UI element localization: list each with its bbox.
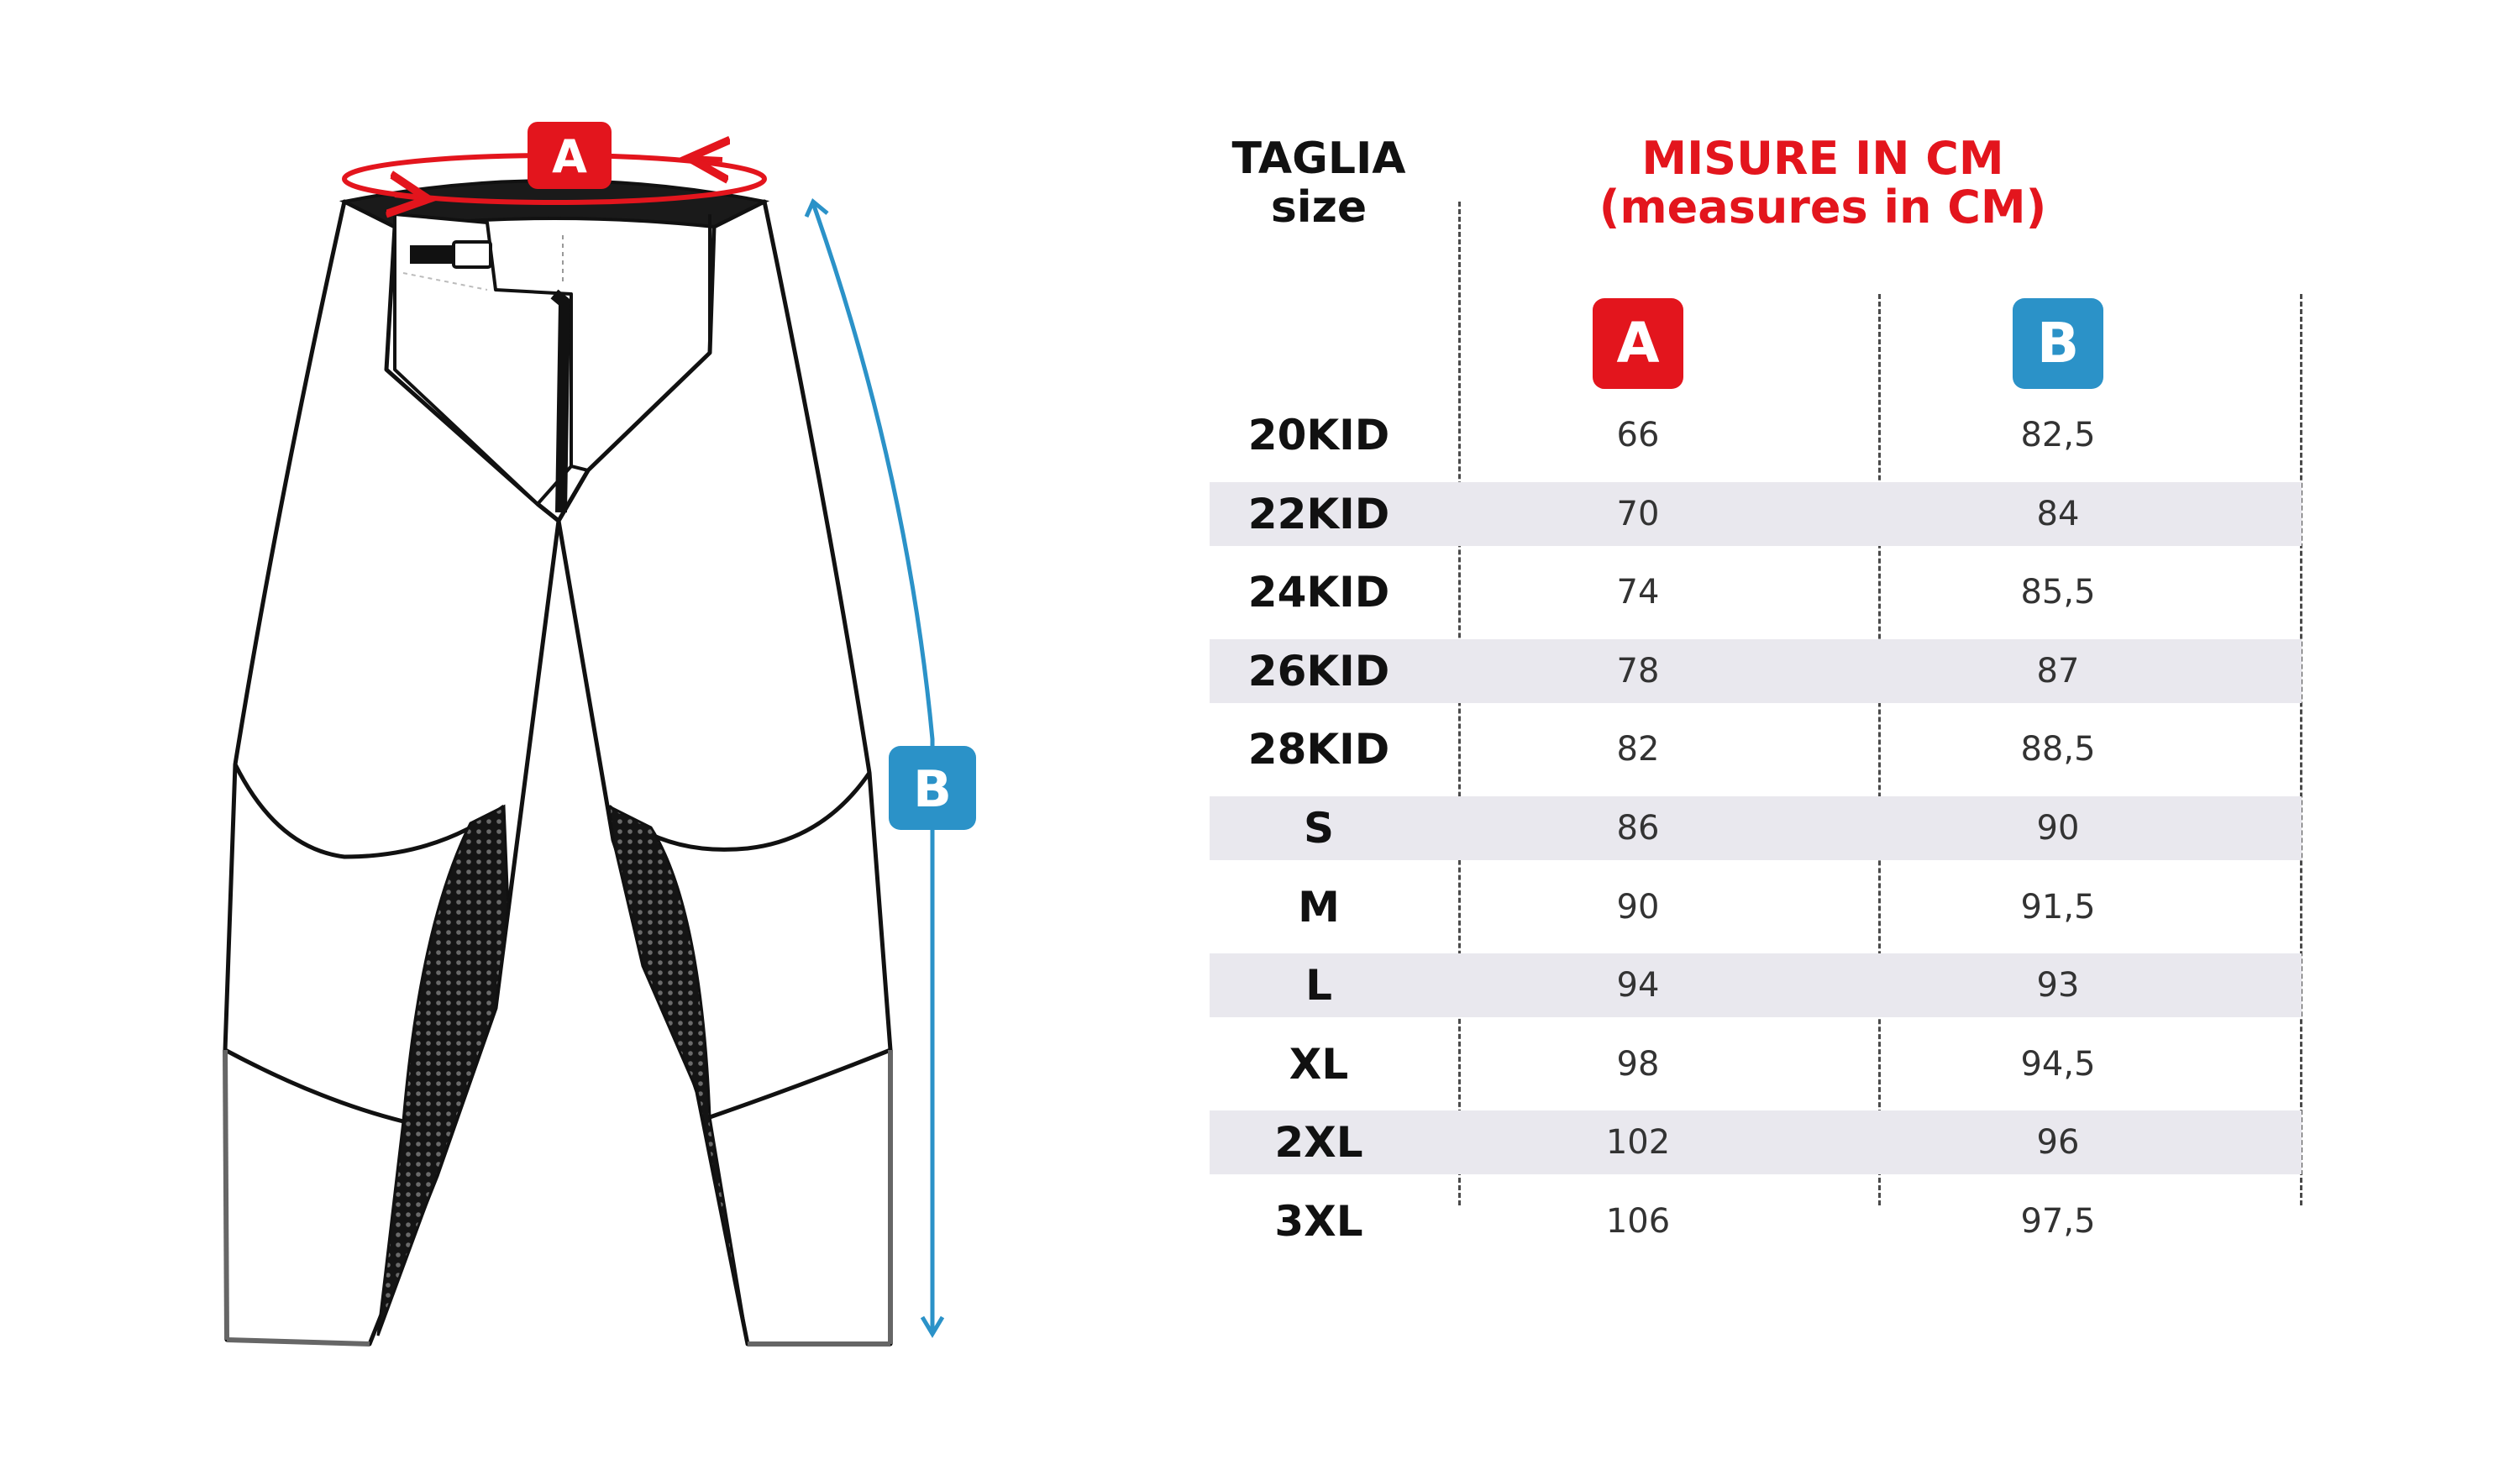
header-measures: MISURE IN CM (measures in CM) xyxy=(1470,134,2176,232)
measure-a-cell: 66 xyxy=(1616,416,1660,454)
measure-b-cell: 90 xyxy=(2036,809,2080,848)
size-cell: XL xyxy=(1289,1040,1349,1089)
table-row: L 94 93 xyxy=(1210,953,2302,1017)
table-row: 28KID 82 88,5 xyxy=(1210,717,2302,781)
size-cell: 22KID xyxy=(1247,490,1390,538)
measure-b-cell: 96 xyxy=(2036,1123,2080,1162)
measure-b-cell: 82,5 xyxy=(2020,416,2096,454)
measure-a-cell: 106 xyxy=(1605,1202,1671,1241)
size-cell: 28KID xyxy=(1247,725,1390,774)
header-size: TAGLIA size xyxy=(1210,134,1428,232)
header-measures-en: (measures in CM) xyxy=(1599,181,2047,234)
leg-length-line xyxy=(811,202,935,1331)
table-row: 24KID 74 85,5 xyxy=(1210,560,2302,624)
header-measures-it: MISURE IN CM xyxy=(1641,132,2004,185)
measurement-b-marker: B xyxy=(804,197,976,1338)
column-divider xyxy=(2300,294,2302,1205)
header-size-it: TAGLIA xyxy=(1231,134,1406,184)
table-row: S 86 90 xyxy=(1210,796,2302,860)
table-row: 3XL 106 97,5 xyxy=(1210,1189,2302,1253)
size-cell: 26KID xyxy=(1247,647,1390,696)
column-b-badge: B xyxy=(2013,298,2103,389)
size-cell: M xyxy=(1298,883,1340,932)
table-row: XL 98 94,5 xyxy=(1210,1032,2302,1096)
pants-illustration: A B xyxy=(223,122,976,1347)
badge-b-label: B xyxy=(913,760,952,819)
table-row: M 90 91,5 xyxy=(1210,875,2302,939)
table-row: 20KID 66 82,5 xyxy=(1210,403,2302,467)
measure-b-cell: 85,5 xyxy=(2020,573,2096,612)
measure-b-cell: 88,5 xyxy=(2020,730,2096,769)
measure-a-cell: 82 xyxy=(1616,730,1660,769)
left-mesh-insert xyxy=(376,804,510,1336)
column-divider xyxy=(1458,202,1461,1205)
size-cell: 24KID xyxy=(1247,568,1390,617)
size-cell: L xyxy=(1305,961,1332,1010)
right-leg-outline xyxy=(556,199,893,1347)
measure-b-cell: 87 xyxy=(2036,652,2080,690)
measure-a-cell: 94 xyxy=(1616,966,1660,1005)
size-cell: 3XL xyxy=(1274,1197,1363,1246)
badge-a-label: A xyxy=(552,130,587,183)
table-row: 2XL 102 96 xyxy=(1210,1110,2302,1174)
measure-a-cell: 90 xyxy=(1616,888,1660,927)
size-cell: S xyxy=(1303,804,1334,853)
measure-a-cell: 102 xyxy=(1605,1123,1671,1162)
column-a-badge: A xyxy=(1593,298,1683,389)
measure-b-cell: 93 xyxy=(2036,966,2080,1005)
measure-b-cell: 91,5 xyxy=(2020,888,2096,927)
column-divider xyxy=(1878,294,1881,1205)
size-cell: 20KID xyxy=(1247,411,1390,459)
measurement-a-marker: A xyxy=(342,122,767,202)
measure-b-cell: 84 xyxy=(2036,495,2080,533)
measure-a-cell: 70 xyxy=(1616,495,1660,533)
measure-a-cell: 86 xyxy=(1616,809,1660,848)
size-table: TAGLIA size MISURE IN CM (measures in CM… xyxy=(1210,126,2318,1252)
measure-b-cell: 94,5 xyxy=(2020,1045,2096,1084)
header-size-en: size xyxy=(1270,182,1368,233)
measure-a-cell: 78 xyxy=(1616,652,1660,690)
size-cell: 2XL xyxy=(1274,1118,1363,1167)
pants-drawing xyxy=(223,179,893,1347)
right-mesh-insert xyxy=(607,804,749,1345)
measure-b-cell: 97,5 xyxy=(2020,1202,2096,1241)
measure-a-cell: 74 xyxy=(1616,573,1660,612)
table-row: 26KID 78 87 xyxy=(1210,639,2302,703)
measure-a-cell: 98 xyxy=(1616,1045,1660,1084)
table-row: 22KID 70 84 xyxy=(1210,482,2302,546)
